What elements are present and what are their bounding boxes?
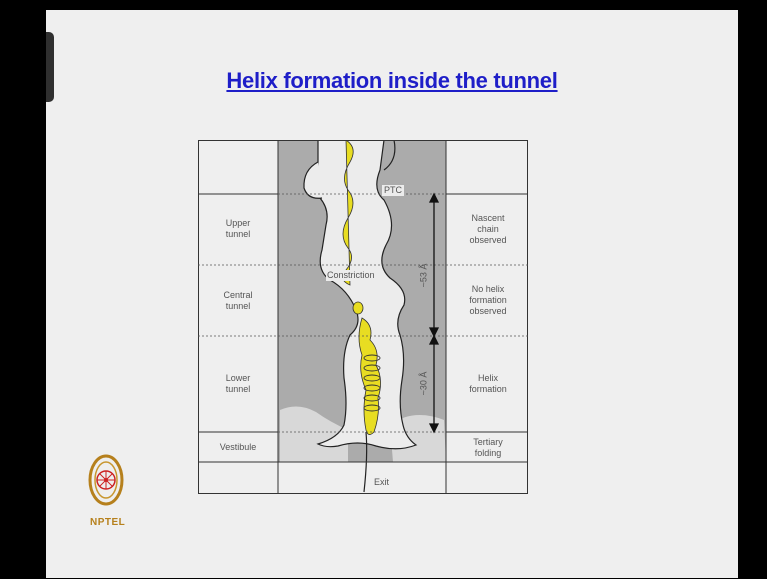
slide: Helix formation inside the tunnel [46,10,738,578]
annotation-constriction: Constriction [326,270,376,281]
annotation-ptc: PTC [382,185,404,196]
nptel-logo-text: NPTEL [90,517,125,528]
annotation-exit: Exit [374,477,389,488]
label-vestibule: Vestibule [198,442,278,453]
label-central-tunnel: Central tunnel [198,290,278,312]
label-upper-tunnel: Upper tunnel [198,218,278,240]
label-lower-tunnel: Lower tunnel [198,373,278,395]
nptel-emblem-icon [86,440,146,520]
nascent-chain-central [353,302,363,314]
label-tertiary-folding: Tertiary folding [448,437,528,459]
annotation-distance-30: ~30 Å [419,364,430,404]
label-no-helix-formation: No helix formation observed [448,284,528,317]
annotation-distance-53: ~53 Å [419,256,430,296]
label-nascent-chain-observed: Nascent chain observed [448,213,528,246]
slide-title: Helix formation inside the tunnel [46,68,738,94]
tunnel-diagram: Upper tunnel Central tunnel Lower tunnel… [198,140,528,494]
label-helix-formation: Helix formation [448,373,528,395]
